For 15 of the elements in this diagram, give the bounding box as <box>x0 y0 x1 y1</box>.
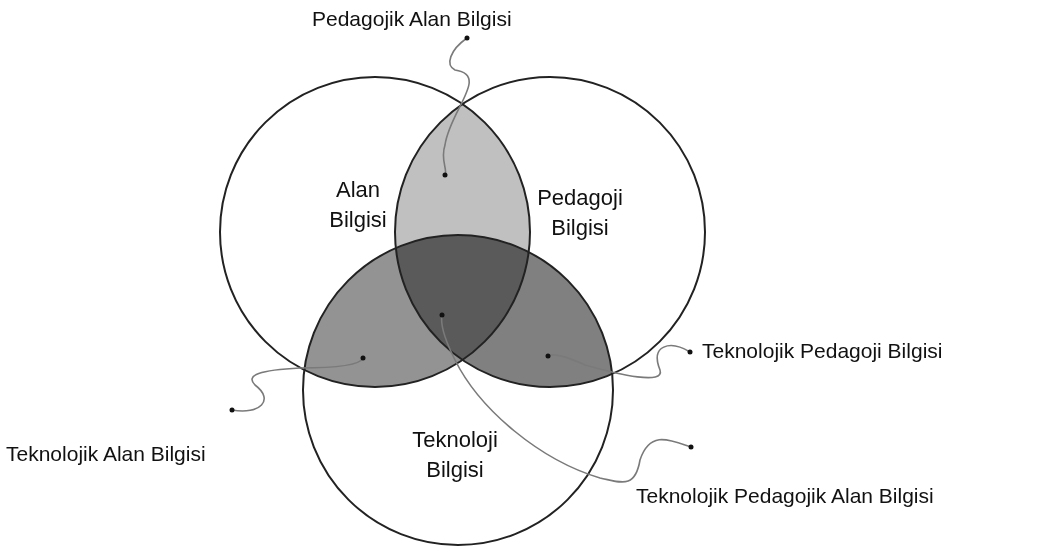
circle-label: Pedagoji Bilgisi <box>537 184 623 242</box>
callout-label: Teknolojik Alan Bilgisi <box>6 441 207 467</box>
overlap-region <box>462 252 613 387</box>
circle-label: Teknoloji Bilgisi <box>412 426 498 484</box>
callout-label: Teknolojik Pedagojik Alan Bilgisi <box>636 483 935 509</box>
circle-label: Alan Bilgisi <box>329 176 387 234</box>
overlap-region <box>395 104 530 253</box>
leader-line <box>439 312 694 483</box>
callout-label: Pedagojik Alan Bilgisi <box>312 6 513 32</box>
overlap-region <box>304 248 463 387</box>
leader-line <box>229 355 366 413</box>
callout-label: Teknolojik Pedagoji Bilgisi <box>702 338 944 364</box>
leader-line <box>442 35 470 178</box>
leader-line <box>545 344 693 379</box>
overlap-region <box>395 235 529 360</box>
